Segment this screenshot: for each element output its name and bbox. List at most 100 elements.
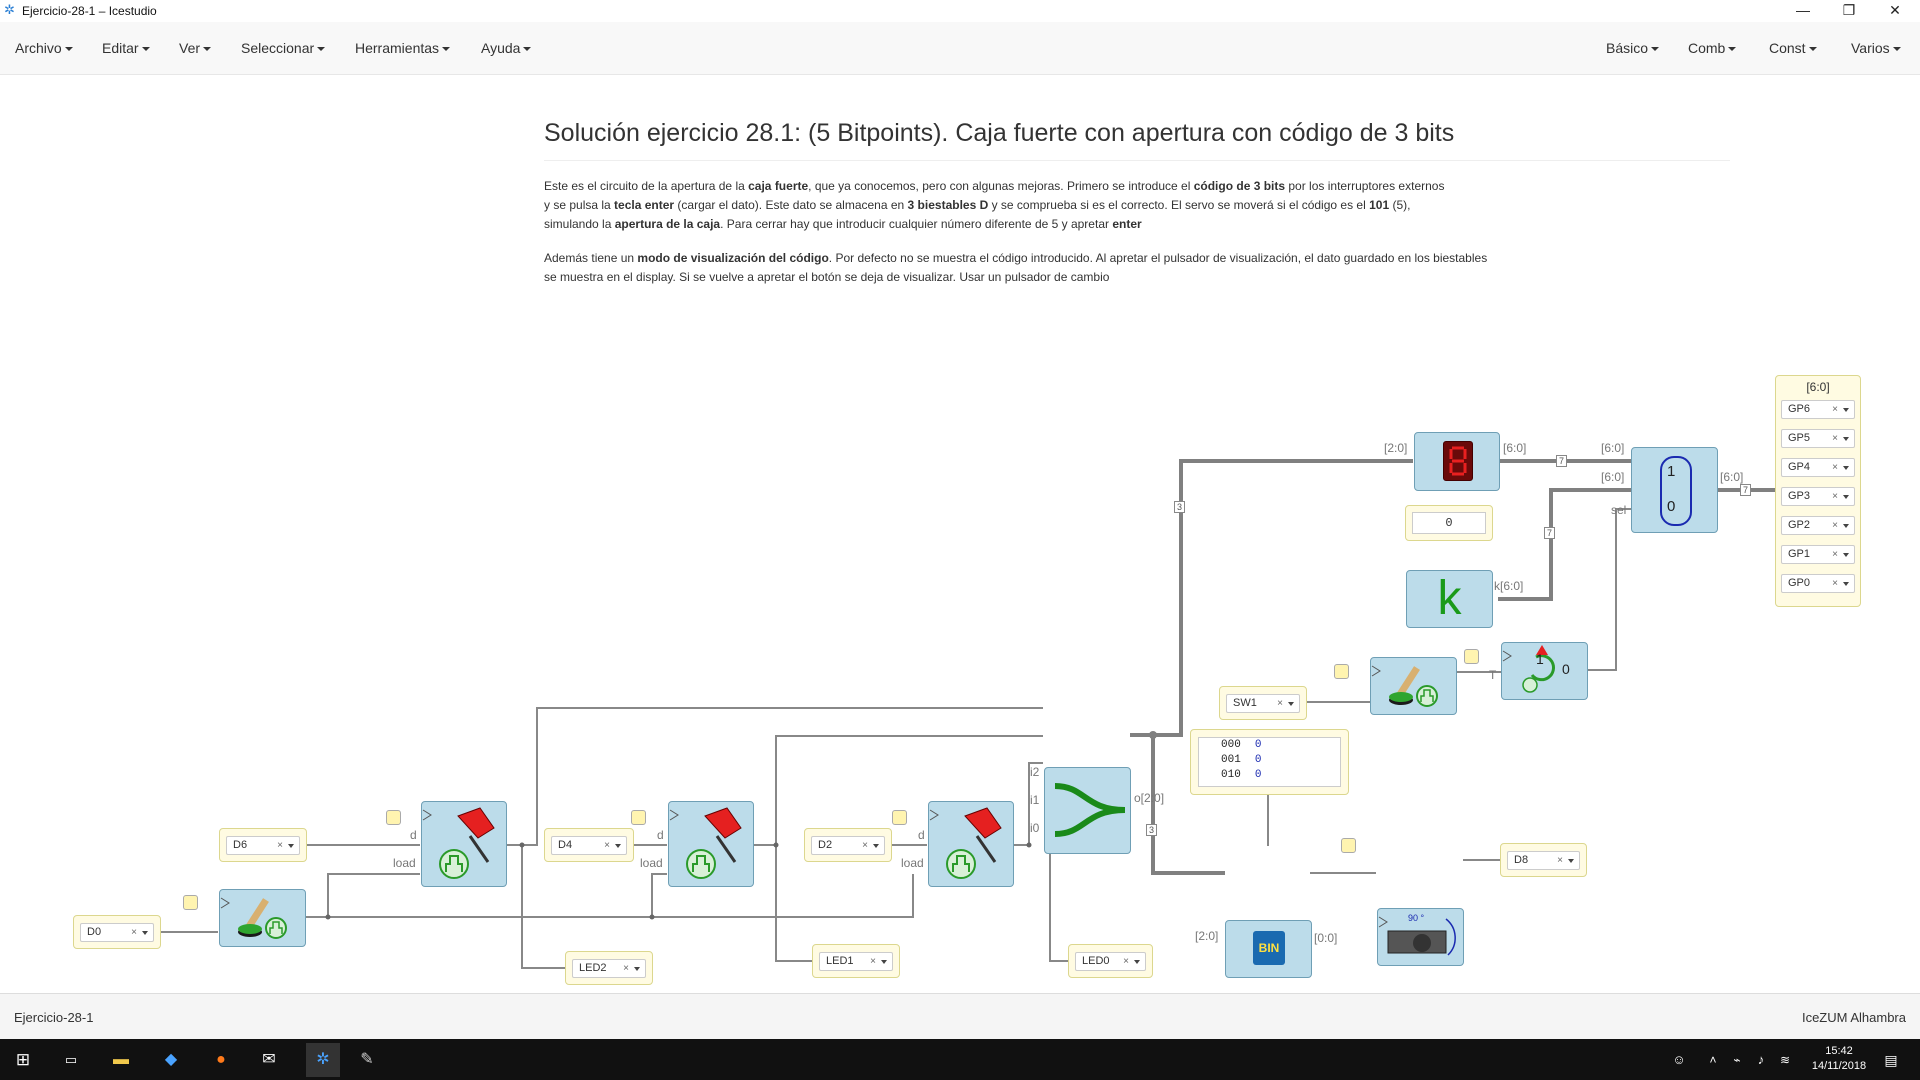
tray-chevron-icon[interactable]: ˄	[1709, 1053, 1717, 1067]
output-pin-d8[interactable]: D8×	[1500, 843, 1587, 877]
servo-block[interactable]: 90 °	[1377, 908, 1464, 966]
info-text-segment: y se pulsa la	[544, 198, 615, 212]
store-icon[interactable]: ◆	[164, 1051, 178, 1068]
paint-icon[interactable]: ✎	[360, 1051, 374, 1068]
icestudio-taskbar-icon[interactable]: ✲	[306, 1043, 340, 1077]
close-button[interactable]: ✕	[1889, 2, 1901, 18]
menu-comb[interactable]: Comb	[1688, 40, 1737, 56]
wire-enter-load-ff2[interactable]	[327, 873, 420, 917]
button-enter[interactable]	[219, 889, 306, 947]
window-title: Ejercicio-28-1 – Icestudio	[22, 4, 157, 18]
gp-pin-gp5[interactable]: GP5×	[1781, 429, 1855, 448]
mux-block[interactable]: 1 0	[1631, 447, 1718, 533]
wire-ff2-led2[interactable]	[521, 845, 565, 969]
constant-block[interactable]: k	[1406, 570, 1493, 628]
bin-table-block[interactable]: BIN	[1225, 920, 1312, 978]
flipflop-d0[interactable]	[928, 801, 1014, 887]
mux-in1-label: [6:0]	[1601, 441, 1625, 455]
wire-ff0-led0[interactable]	[1049, 845, 1068, 962]
toggle-icon	[1502, 645, 1555, 693]
seven-segment-decoder[interactable]	[1414, 432, 1500, 491]
menu-ver[interactable]: Ver	[179, 40, 212, 56]
wire-enter-load-ff1[interactable]	[651, 873, 667, 917]
ff1-d-label: d	[657, 828, 664, 842]
join-i0-label: i0	[1030, 821, 1040, 835]
menu-const[interactable]: Const	[1769, 40, 1817, 56]
wire-ff1-led1[interactable]	[775, 845, 812, 962]
output-pin-gp-bus[interactable]: [6:0] GP6×GP5×GP4×GP3×GP2×GP1×GP0×	[1775, 375, 1861, 607]
bus-o-bin[interactable]	[1130, 733, 1225, 875]
gp-pin-gp1[interactable]: GP1×	[1781, 545, 1855, 564]
firefox-icon[interactable]: ●	[216, 1051, 226, 1068]
junction-ff2	[519, 842, 525, 848]
menu-archivo[interactable]: Archivo	[15, 40, 73, 56]
task-view-icon[interactable]: ▭	[64, 1052, 78, 1067]
wifi-icon[interactable]: ≋	[1779, 1053, 1791, 1067]
network-icon[interactable]: ⌁	[1733, 1053, 1741, 1067]
push-button-icon	[220, 897, 287, 939]
gp-pin-gp2[interactable]: GP2×	[1781, 516, 1855, 535]
windows-start-icon[interactable]: ⊞	[15, 1050, 31, 1069]
wire-ff0-i0[interactable]	[1014, 762, 1043, 846]
junction-ff1	[773, 842, 779, 848]
status-project-name: Ejercicio-28-1	[14, 1010, 94, 1025]
menu-editar[interactable]: Editar	[102, 40, 150, 56]
status-board-name[interactable]: IceZUM Alhambra	[1801, 1010, 1906, 1025]
bus-k-mux[interactable]	[1498, 488, 1631, 601]
gp-pin-gp3[interactable]: GP3×	[1781, 487, 1855, 506]
people-icon[interactable]: ☺	[1672, 1052, 1686, 1067]
output-pin-led0[interactable]: LED0×	[1068, 944, 1153, 978]
bus-join-block[interactable]	[1044, 767, 1131, 854]
output-pin-led2[interactable]: LED2×	[565, 951, 653, 985]
button-view[interactable]	[1370, 657, 1457, 715]
gp-pin-gp6[interactable]: GP6×	[1781, 400, 1855, 419]
mail-icon[interactable]: ✉	[262, 1051, 276, 1068]
menu-seleccionar[interactable]: Seleccionar	[241, 40, 326, 56]
status-bar: Ejercicio-28-1 IceZUM Alhambra	[0, 993, 1920, 1040]
pin-config-ff2[interactable]	[386, 810, 401, 825]
wire-toggle-sel[interactable]	[1586, 508, 1631, 671]
notifications-icon[interactable]: ▤	[1884, 1052, 1898, 1068]
info-text-segment: simulando la	[544, 217, 615, 231]
restore-button[interactable]: ❐	[1842, 2, 1856, 18]
bus-o-7seg[interactable]	[1153, 459, 1413, 737]
pin-config-ff0[interactable]	[892, 810, 907, 825]
wire-enter-load-ff0[interactable]	[305, 874, 914, 918]
menu-basico[interactable]: Básico	[1606, 40, 1660, 56]
info-text-segment: Además tiene un	[544, 251, 638, 265]
volume-icon[interactable]: ♪	[1757, 1052, 1765, 1067]
bus-width-7-a: 7	[1556, 455, 1568, 467]
menu-herramientas[interactable]: Herramientas	[355, 40, 451, 56]
wire-ff1-i1[interactable]	[753, 735, 1043, 846]
output-pin-led1[interactable]: LED1×	[812, 944, 900, 978]
input-pin-d6[interactable]: D6×	[219, 828, 307, 862]
pin-config-ff1[interactable]	[631, 810, 646, 825]
pin-config-enter[interactable]	[183, 895, 198, 910]
input-pin-sw1[interactable]: SW1×	[1219, 686, 1307, 720]
input-pin-d2[interactable]: D2×	[804, 828, 892, 862]
input-pin-d4[interactable]: D4×	[544, 828, 634, 862]
file-explorer-icon[interactable]: ▬	[113, 1051, 129, 1068]
menu-ayuda[interactable]: Ayuda	[481, 40, 532, 56]
toggle-flipflop[interactable]: 1 0	[1501, 642, 1588, 700]
gp-pin-gp0[interactable]: GP0×	[1781, 574, 1855, 593]
taskbar-clock[interactable]: 15:42 14/11/2018	[1811, 1045, 1867, 1072]
info-text-segment: Este es el circuito de la apertura de la	[544, 179, 749, 193]
flipflop-d1[interactable]	[668, 801, 754, 887]
constant-value-field[interactable]: 0	[1405, 505, 1493, 541]
info-divider	[544, 160, 1730, 161]
window-titlebar: ✲ Ejercicio-28-1 – Icestudio — ❐ ✕	[0, 0, 1920, 22]
pin-config-servo[interactable]	[1341, 838, 1356, 853]
input-pin-d0[interactable]: D0×	[73, 915, 161, 949]
gp-pin-gp4[interactable]: GP4×	[1781, 458, 1855, 477]
design-canvas[interactable]: Solución ejercicio 28.1: (5 Bitpoints). …	[0, 75, 1920, 993]
flipflop-d2[interactable]	[421, 801, 507, 887]
minimize-button[interactable]: —	[1796, 2, 1810, 18]
pin-config-button[interactable]	[1334, 664, 1349, 679]
pin-config-toggle[interactable]	[1464, 649, 1479, 664]
bin-out-label: [0:0]	[1314, 931, 1338, 945]
menu-varios[interactable]: Varios	[1851, 40, 1901, 56]
